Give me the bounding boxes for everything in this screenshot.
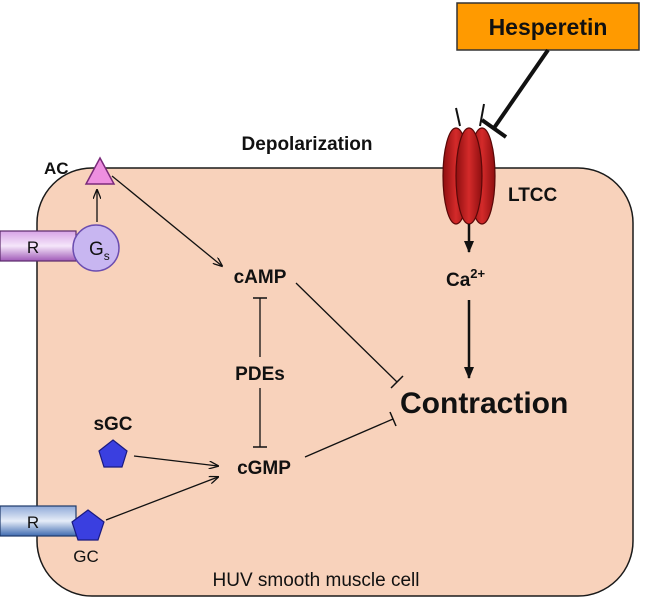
pdes-label: PDEs [235, 364, 285, 385]
cgmp-label: cGMP [237, 458, 291, 479]
hesperetin-box [456, 2, 640, 51]
calcium-label: Ca2+ [446, 266, 486, 291]
cell-membrane [36, 167, 634, 597]
ltcc-label: LTCC [508, 185, 558, 206]
camp-inhibits-contraction [295, 282, 398, 383]
contraction-label: Contraction [400, 387, 568, 420]
receptor-top-label: R [27, 238, 39, 257]
gc-label: GC [73, 547, 99, 566]
receptor-bottom-label: R [27, 513, 39, 532]
depolarization-label: Depolarization [242, 134, 373, 155]
hesperetin-inhibition-line [492, 48, 550, 130]
cgmp-inhibits-contraction-bar [389, 411, 397, 427]
ac-to-camp-arrow [111, 175, 222, 266]
gc-to-cgmp-arrow [105, 477, 218, 521]
ltcc-channel [442, 103, 496, 225]
sgc-to-cgmp-arrow [133, 455, 218, 466]
ac-triangle [84, 156, 116, 185]
sgc-pentagon [98, 439, 128, 468]
gc-pentagon [71, 509, 105, 541]
sgc-label: sGC [93, 414, 132, 435]
camp-inhibits-contraction-bar [390, 375, 404, 389]
camp-label: cAMP [234, 267, 287, 288]
cell-label: HUV smooth muscle cell [213, 570, 420, 591]
hesperetin-inhibition-bar [480, 118, 508, 139]
hesperetin-label: Hesperetin [489, 14, 608, 40]
ac-label: AC [44, 159, 69, 178]
gs-label: Gs [89, 239, 110, 263]
gs-protein [72, 224, 120, 272]
cgmp-inhibits-contraction [304, 418, 394, 458]
